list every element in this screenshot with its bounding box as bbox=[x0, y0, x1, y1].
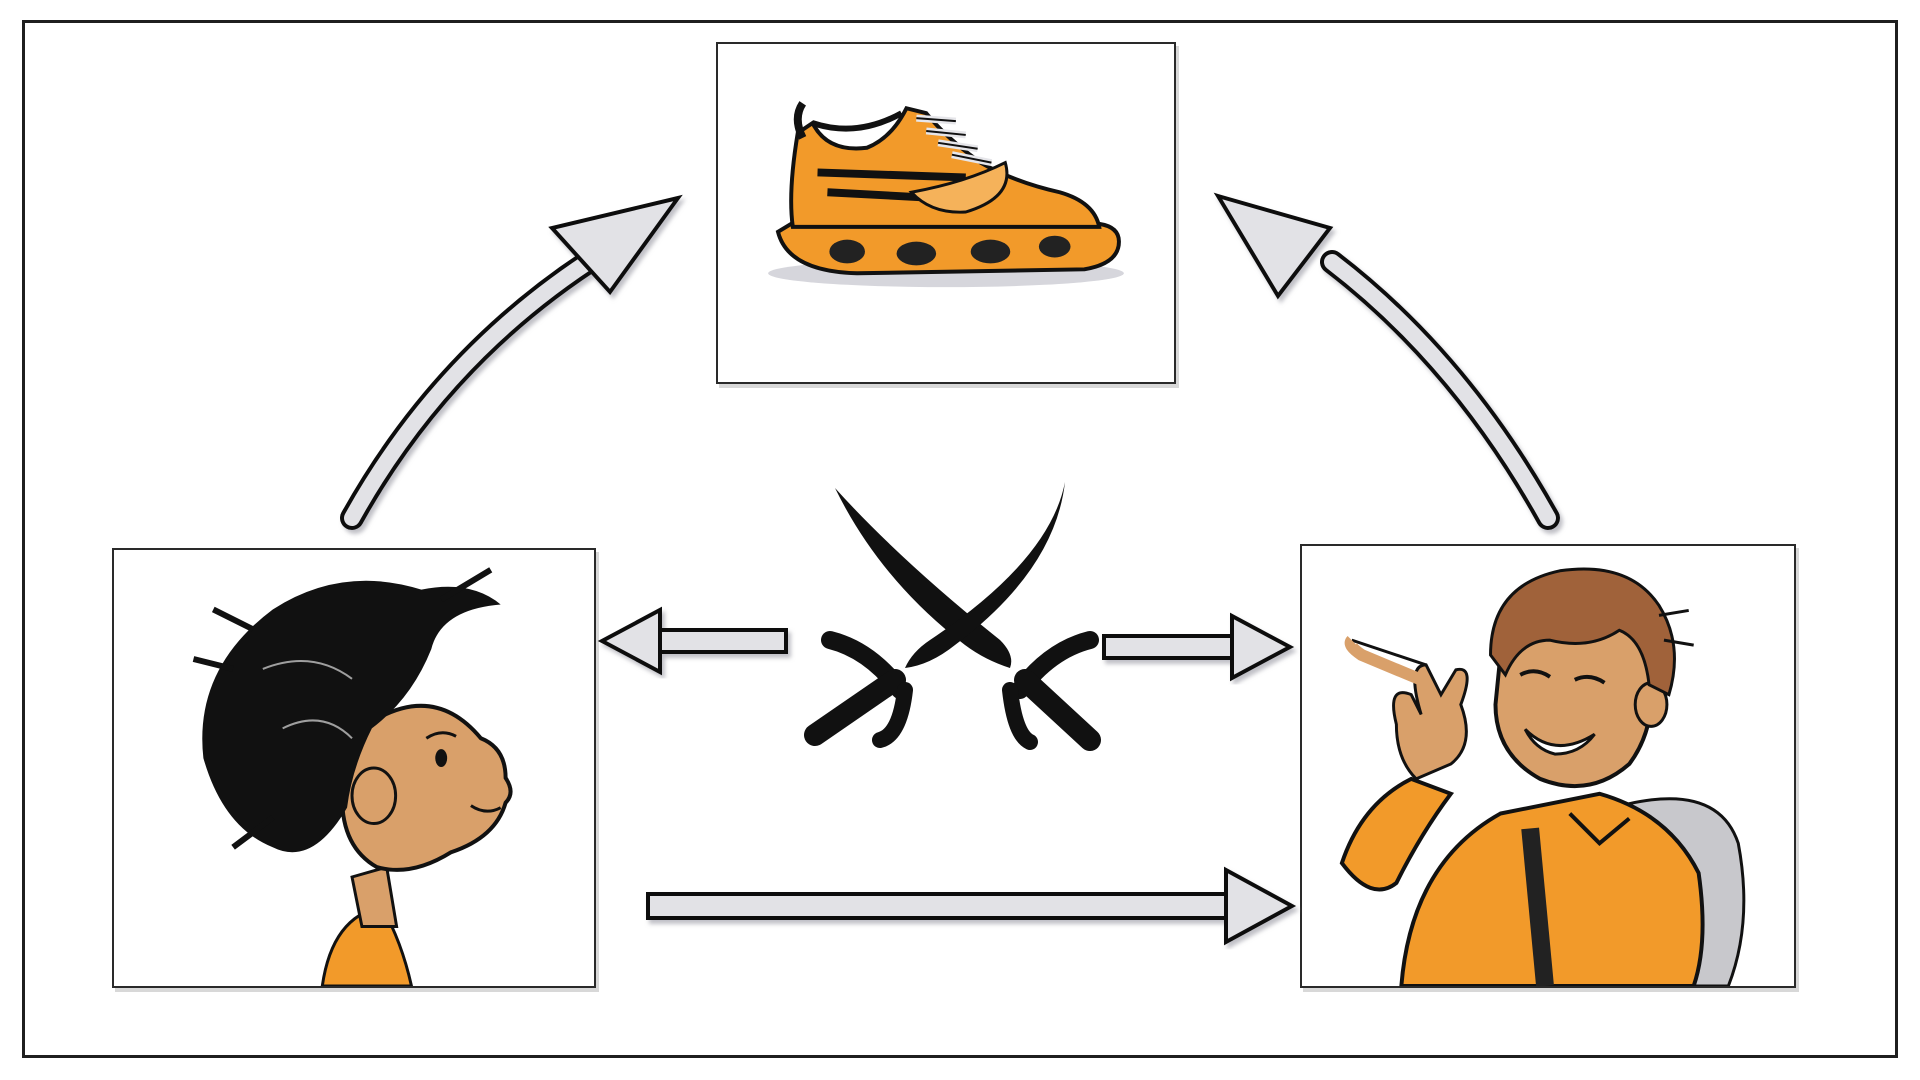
left-kid-panel bbox=[112, 548, 596, 988]
arrow-left-to-shoe bbox=[340, 194, 683, 530]
right-kid-panel bbox=[1300, 544, 1796, 988]
arrow-swords-to-right bbox=[1102, 612, 1295, 682]
arrow-left-to-right bbox=[646, 866, 1297, 946]
pointing-kid-illustration bbox=[1339, 567, 1746, 986]
sneaker-icon bbox=[768, 101, 1124, 288]
shoe-panel bbox=[716, 42, 1176, 384]
arrow-swords-to-left bbox=[597, 606, 788, 676]
dark-haired-kid-illustration bbox=[192, 567, 513, 986]
arrow-right-to-shoe bbox=[1213, 192, 1560, 530]
